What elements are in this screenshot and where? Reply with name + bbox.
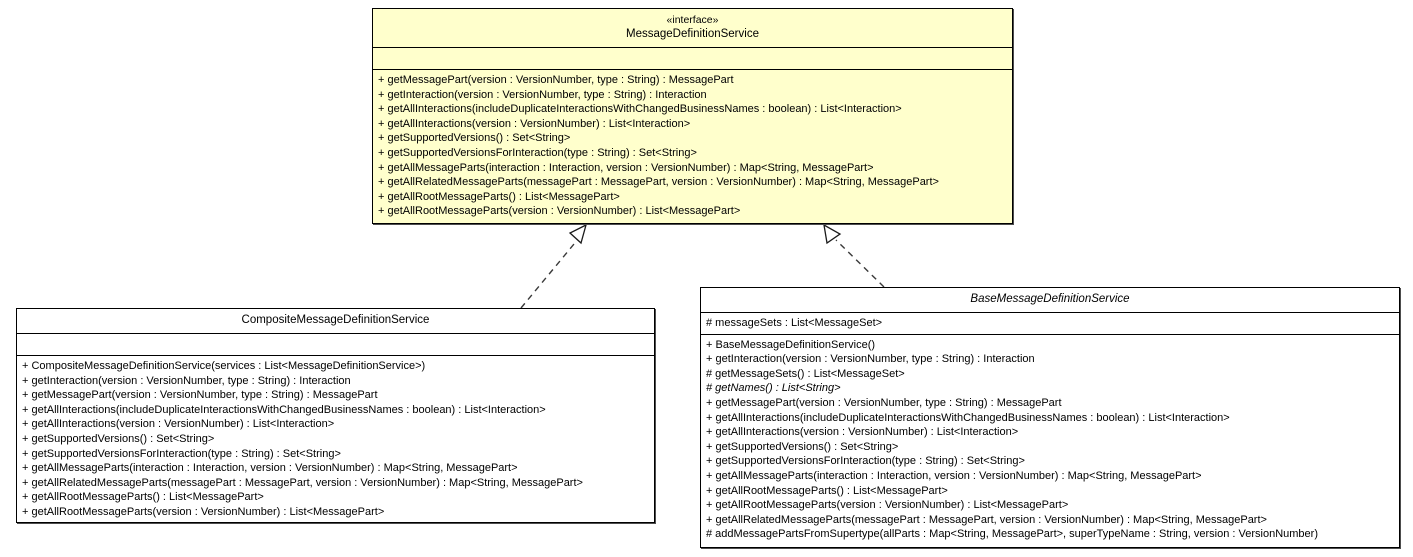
- member-row: + getAllRootMessageParts(version : Versi…: [378, 205, 741, 218]
- interface-operations-compartment: + getMessagePart(version : VersionNumber…: [373, 69, 1012, 223]
- class-base-message-definition-service[interactable]: BaseMessageDefinitionService # messageSe…: [700, 287, 1400, 548]
- member-row: + getAllRootMessageParts(version : Versi…: [22, 505, 385, 518]
- member-row: + getAllInteractions(includeDuplicateInt…: [706, 411, 1230, 424]
- composite-attributes-compartment: [17, 333, 654, 355]
- interface-attributes-compartment: [373, 47, 1012, 69]
- member-row: # getNames() : List<String>: [706, 382, 841, 395]
- member-row: + getAllInteractions(version : VersionNu…: [22, 418, 335, 431]
- member-row: + getSupportedVersionsForInteraction(typ…: [706, 455, 1025, 468]
- member-row: + getAllRelatedMessageParts(messagePart …: [706, 513, 1267, 526]
- member-row: + getAllMessageParts(interaction : Inter…: [378, 161, 874, 174]
- connector-composite-to-interface: [520, 223, 588, 309]
- class-composite-message-definition-service[interactable]: CompositeMessageDefinitionService + Comp…: [16, 308, 655, 523]
- interface-name: MessageDefinitionService: [626, 28, 759, 40]
- member-row: + getAllInteractions(includeDuplicateInt…: [378, 103, 902, 116]
- member-row: + getSupportedVersionsForInteraction(typ…: [378, 146, 697, 159]
- member-row: + getAllRootMessageParts(version : Versi…: [706, 499, 1069, 512]
- member-row: + getSupportedVersionsForInteraction(typ…: [22, 447, 341, 460]
- interface-stereotype: «interface»: [666, 14, 719, 26]
- member-row: + getAllRootMessageParts() : List<Messag…: [706, 484, 948, 497]
- member-row: + CompositeMessageDefinitionService(serv…: [22, 360, 426, 372]
- connector-base-to-interface: [823, 223, 885, 288]
- member-row: + getAllInteractions(includeDuplicateInt…: [22, 403, 546, 416]
- member-row: # addMessagePartsFromSupertype(allParts …: [706, 528, 1318, 541]
- member-row: + getAllMessageParts(interaction : Inter…: [22, 462, 518, 475]
- member-row: # getMessageSets() : List<MessageSet>: [706, 367, 905, 380]
- member-row: + getAllRelatedMessageParts(messagePart …: [22, 476, 583, 489]
- member-row: + getAllRootMessageParts() : List<Messag…: [378, 190, 620, 203]
- member-row: + BaseMessageDefinitionService(): [706, 338, 876, 351]
- member-row: + getAllMessageParts(interaction : Inter…: [706, 469, 1202, 482]
- composite-name-compartment: CompositeMessageDefinitionService: [17, 309, 654, 333]
- composite-operations-compartment: + CompositeMessageDefinitionService(serv…: [17, 355, 654, 524]
- base-attributes-compartment: # messageSets : List<MessageSet>: [701, 312, 1399, 334]
- base-name-compartment: BaseMessageDefinitionService: [701, 288, 1399, 312]
- interface-name-compartment: «interface» MessageDefinitionService: [373, 9, 1012, 47]
- member-row: + getMessagePart(version : VersionNumber…: [22, 389, 378, 402]
- member-row: + getMessagePart(version : VersionNumber…: [706, 396, 1062, 409]
- member-row: + getAllRelatedMessageParts(messagePart …: [378, 176, 939, 189]
- member-row: + getAllInteractions(version : VersionNu…: [378, 117, 691, 130]
- member-row: + getInteraction(version : VersionNumber…: [378, 88, 707, 101]
- base-operations-compartment: + BaseMessageDefinitionService() + getInt…: [701, 333, 1399, 546]
- member-row: + getAllRootMessageParts() : List<Messag…: [22, 491, 264, 504]
- member-row: + getMessagePart(version : VersionNumber…: [378, 74, 734, 86]
- member-row: + getInteraction(version : VersionNumber…: [706, 353, 1035, 366]
- base-class-name: BaseMessageDefinitionService: [970, 293, 1130, 305]
- member-row: # messageSets : List<MessageSet>: [706, 317, 883, 329]
- member-row: + getSupportedVersions() : Set<String>: [378, 132, 571, 145]
- composite-class-name: CompositeMessageDefinitionService: [241, 314, 430, 326]
- member-row: + getSupportedVersions() : Set<String>: [22, 432, 215, 445]
- empty-compartment-filler: [378, 51, 1007, 66]
- member-row: + getInteraction(version : VersionNumber…: [22, 374, 351, 387]
- member-row: + getAllInteractions(version : VersionNu…: [706, 426, 1019, 439]
- interface-message-definition-service[interactable]: «interface» MessageDefinitionService + g…: [372, 8, 1013, 224]
- member-row: + getSupportedVersions() : Set<String>: [706, 440, 899, 453]
- empty-compartment-filler: [22, 337, 649, 352]
